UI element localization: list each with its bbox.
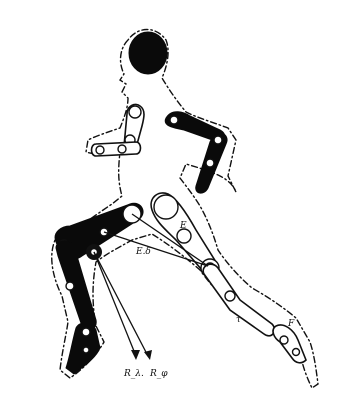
- thigh-joint-front: [177, 229, 191, 243]
- toe-joint-rear: [83, 347, 89, 353]
- forearm-joint-near: [118, 145, 126, 153]
- label-segment-marker: E.δ: [135, 247, 151, 257]
- shin-joint-rear: [66, 282, 74, 290]
- wrist-joint-near: [96, 146, 104, 154]
- vector-2: [94, 252, 148, 356]
- shoulder-joint-far: [170, 116, 178, 124]
- label-foot-marker: F: [287, 319, 295, 329]
- shin-joint-front: [225, 291, 235, 301]
- shin-front: [203, 264, 274, 336]
- label-ground-force-right: R_φ: [149, 369, 168, 379]
- hip-joint-front: [154, 195, 178, 219]
- foot-front: [273, 325, 306, 363]
- wrist-joint-far: [206, 159, 214, 167]
- head: [129, 32, 167, 74]
- toe-joint-front: [293, 349, 300, 356]
- shoulder-joint: [129, 106, 141, 118]
- label-thigh-marker: E: [179, 221, 187, 231]
- vector-1: [94, 252, 136, 356]
- label-ground-force-left: R_λ.: [123, 369, 144, 379]
- ankle-joint-rear: [82, 328, 90, 336]
- vector-1-arrow: [131, 350, 140, 360]
- ankle-joint-front: [280, 336, 288, 344]
- elbow-joint-far: [214, 136, 222, 144]
